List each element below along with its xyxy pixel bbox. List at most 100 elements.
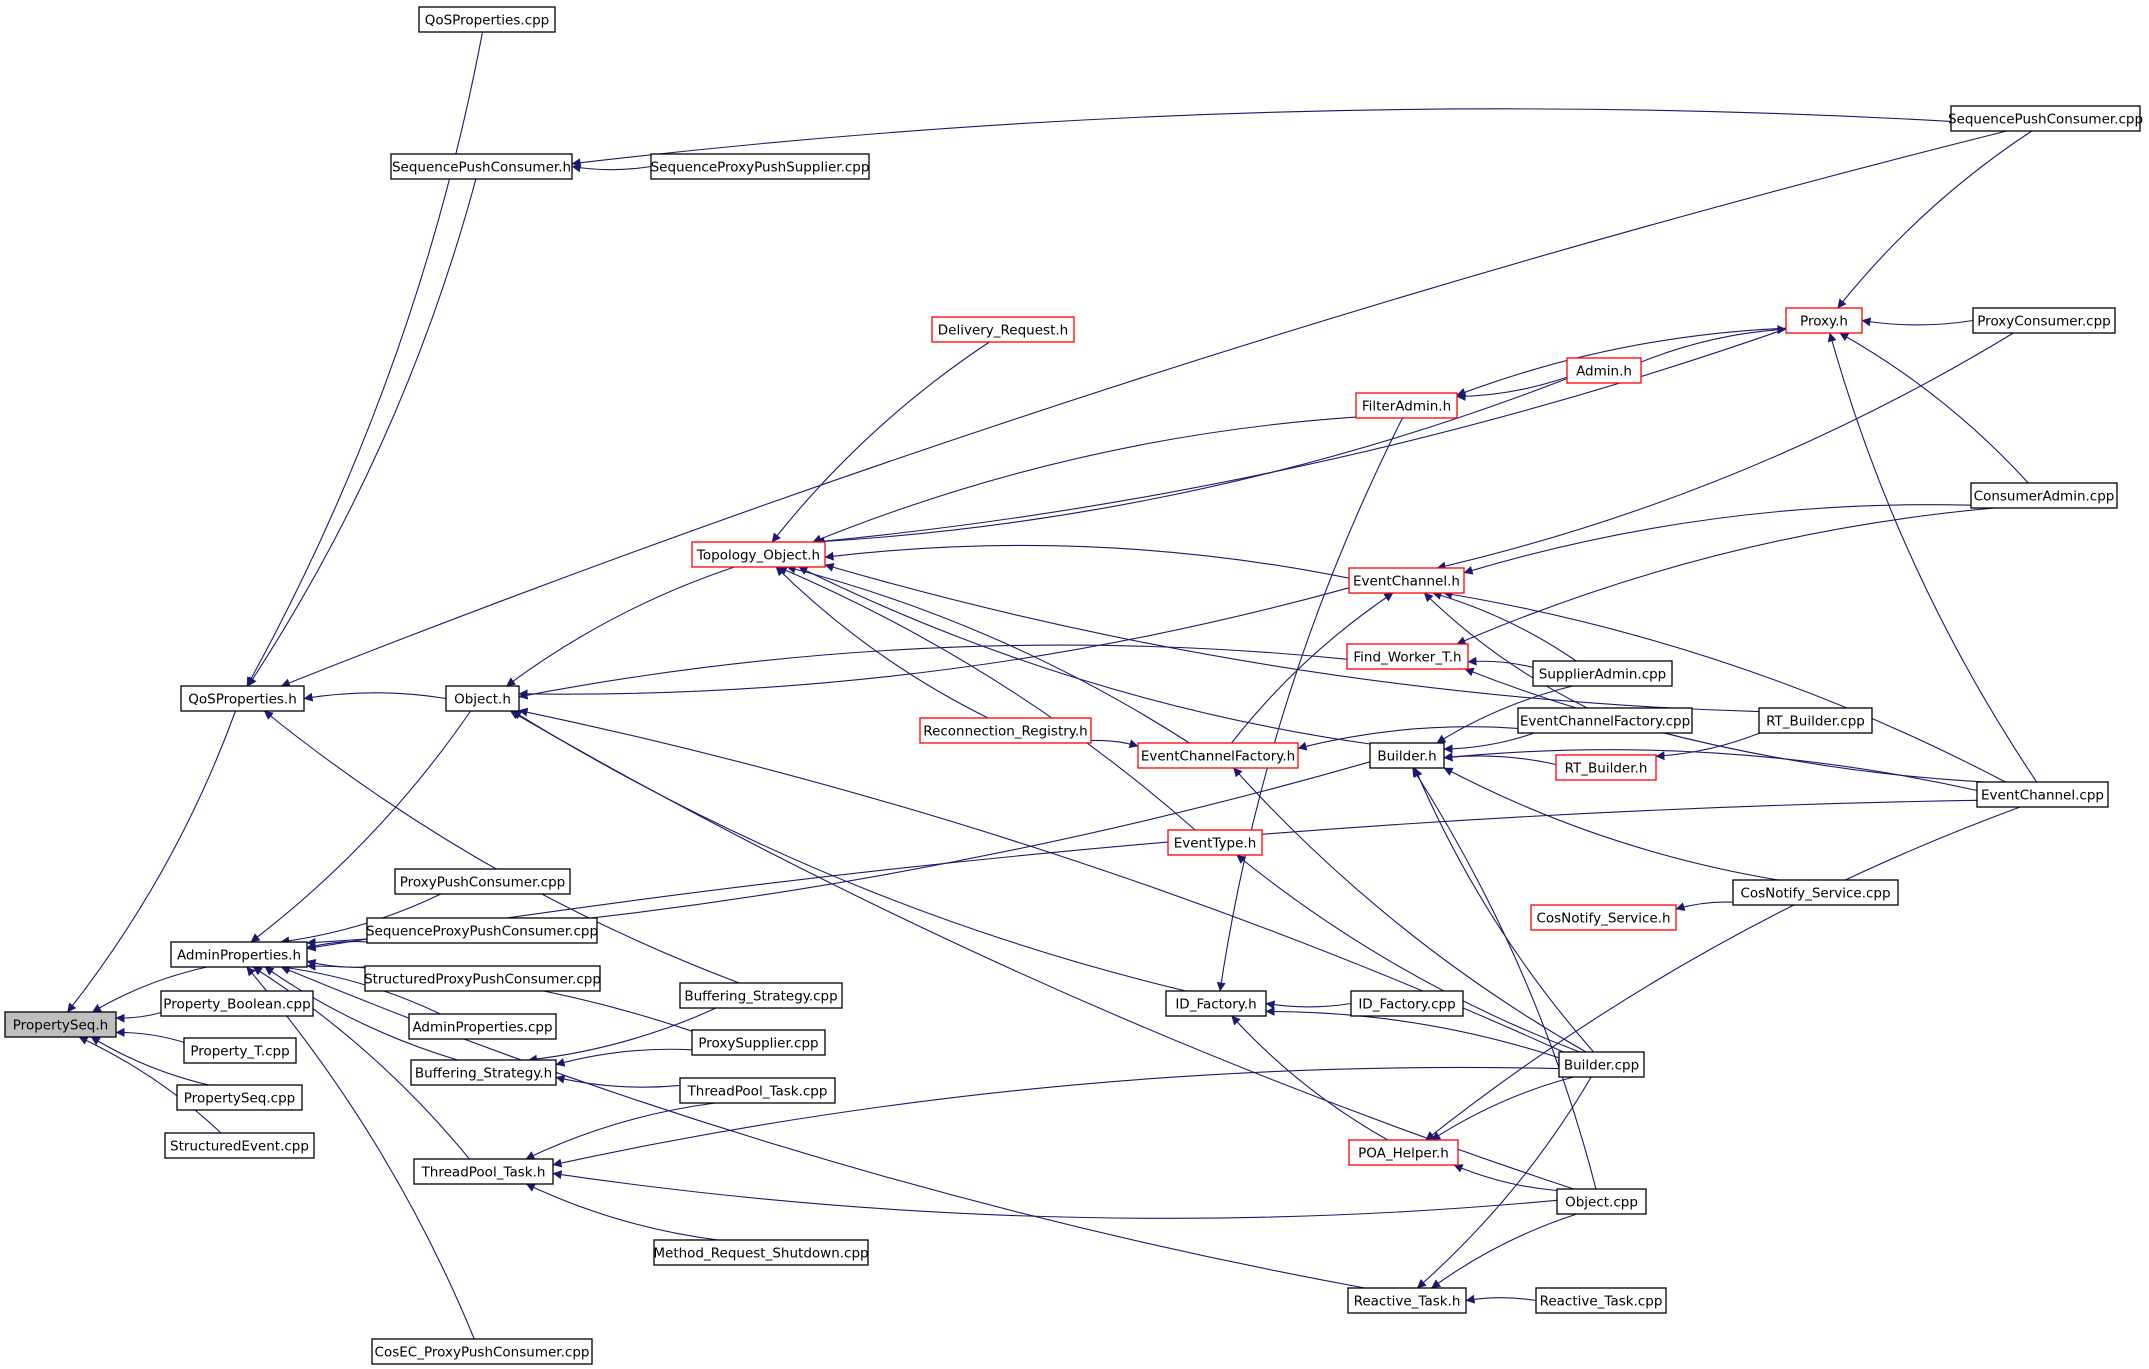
graph-node-admin-h[interactable]: Admin.h [1566, 357, 1642, 384]
graph-node-filteradmin-h[interactable]: FilterAdmin.h [1355, 392, 1458, 419]
graph-node-proxyconsumer-cpp[interactable]: ProxyConsumer.cpp [1972, 307, 2116, 334]
edge-ConsumerAdmin_cpp-to-Proxy_h [1839, 332, 2029, 484]
graph-node-sequencepushconsumer-h[interactable]: SequencePushConsumer.h [390, 153, 573, 180]
edge-Reconnection_Registry_h-to-Topology_Object_h [775, 566, 989, 719]
graph-node-eventchannelfactory-cpp[interactable]: EventChannelFactory.cpp [1517, 707, 1693, 734]
edge-SequencePushConsumer_cpp-to-Proxy_h [1837, 130, 2033, 309]
edge-AdminProperties_h-to-PropertySeq_h [92, 966, 208, 1013]
node-label: Find_Worker_T.h [1353, 650, 1461, 666]
graph-node-structuredevent-cpp[interactable]: StructuredEvent.cpp [164, 1132, 315, 1159]
graph-node-reactive-task-cpp[interactable]: Reactive_Task.cpp [1535, 1287, 1667, 1314]
graph-node-proxysupplier-cpp[interactable]: ProxySupplier.cpp [691, 1029, 826, 1056]
graph-node-qosproperties-h[interactable]: QoSProperties.h [180, 685, 305, 712]
graph-node-adminproperties-cpp[interactable]: AdminProperties.cpp [408, 1013, 557, 1040]
node-label: CosNotify_Service.h [1536, 911, 1670, 927]
graph-node-adminproperties-h[interactable]: AdminProperties.h [170, 941, 308, 968]
node-box [679, 1077, 836, 1104]
graph-node-propertyseq-h[interactable]: PropertySeq.h [4, 1011, 117, 1038]
node-label: Object.cpp [1565, 1195, 1638, 1211]
node-box [691, 1029, 826, 1056]
graph-node-consumeradmin-cpp[interactable]: ConsumerAdmin.cpp [1970, 482, 2118, 509]
node-label: ID_Factory.h [1175, 997, 1256, 1013]
graph-node-sequenceproxypushsupplier-cpp[interactable]: SequenceProxyPushSupplier.cpp [650, 153, 870, 180]
node-box [1976, 781, 2109, 808]
node-box [919, 717, 1092, 744]
graph-node-threadpool-task-cpp[interactable]: ThreadPool_Task.cpp [679, 1077, 836, 1104]
graph-node-threadpool-task-h[interactable]: ThreadPool_Task.h [413, 1158, 554, 1185]
graph-node-reconnection-registry-h[interactable]: Reconnection_Registry.h [919, 717, 1092, 744]
graph-node-cosnotify-service-h[interactable]: CosNotify_Service.h [1530, 904, 1677, 931]
graph-node-structuredproxypushconsumer-cpp[interactable]: StructuredProxyPushConsumer.cpp [364, 965, 601, 992]
graph-node-eventtype-h[interactable]: EventType.h [1167, 829, 1263, 856]
graph-node-buffering-strategy-cpp[interactable]: Buffering_Strategy.cpp [679, 982, 843, 1009]
node-box [1165, 990, 1267, 1017]
node-box [650, 153, 870, 180]
graph-node-reactive-task-h[interactable]: Reactive_Task.h [1347, 1287, 1467, 1314]
edge-Builder_cpp-to-Reactive_Task_h [1416, 1076, 1592, 1289]
node-box [170, 941, 308, 968]
graph-node-cosec-proxypushconsumer-cpp[interactable]: CosEC_ProxyPushConsumer.cpp [371, 1338, 593, 1365]
edge-QoSProperties_h-to-PropertySeq_h [67, 710, 237, 1013]
edge-ThreadPool_Task_h-to-AdminProperties_h [252, 966, 470, 1160]
edge-Buffering_Strategy_cpp-to-QoSProperties_h [263, 710, 740, 984]
graph-node-id-factory-cpp[interactable]: ID_Factory.cpp [1350, 990, 1464, 1017]
graph-node-supplieradmin-cpp[interactable]: SupplierAdmin.cpp [1532, 660, 1673, 687]
node-box [1347, 1287, 1467, 1314]
node-label: ID_Factory.cpp [1358, 997, 1455, 1013]
node-box [691, 541, 826, 568]
edge-ConsumerAdmin_cpp-to-Find_Worker_T_h [1456, 507, 1995, 645]
node-box [394, 868, 571, 895]
graph-node-builder-cpp[interactable]: Builder.cpp [1558, 1051, 1645, 1078]
edge-EventChannel_cpp-to-Proxy_h [1827, 332, 2038, 783]
graph-node-rt-builder-h[interactable]: RT_Builder.h [1555, 754, 1657, 781]
node-label: Property_Boolean.cpp [163, 997, 310, 1013]
graph-node-builder-h[interactable]: Builder.h [1369, 742, 1445, 769]
graph-node-buffering-strategy-h[interactable]: Buffering_Strategy.h [410, 1059, 557, 1086]
graph-node-eventchannel-cpp[interactable]: EventChannel.cpp [1976, 781, 2109, 808]
graph-node-poa-helper-h[interactable]: POA_Helper.h [1348, 1139, 1459, 1166]
edge-EventChannelFactory_cpp-to-EventChannel_h [1423, 592, 1588, 709]
graph-node-method-request-shutdown-cpp[interactable]: Method_Request_Shutdown.cpp [653, 1239, 869, 1266]
node-label: PropertySeq.cpp [184, 1091, 295, 1107]
edge-EventChannelFactory_h-to-Topology_Object_h [786, 564, 1190, 744]
edge-CosNotify_Service_cpp-to-CosNotify_Service_h [1675, 901, 1734, 911]
graph-node-object-cpp[interactable]: Object.cpp [1556, 1188, 1647, 1215]
graph-node-property-boolean-cpp[interactable]: Property_Boolean.cpp [160, 990, 314, 1017]
graph-node-delivery-request-h[interactable]: Delivery_Request.h [931, 316, 1075, 343]
node-label: RT_Builder.h [1565, 761, 1648, 777]
graph-node-proxy-h[interactable]: Proxy.h [1785, 307, 1863, 334]
graph-node-eventchannelfactory-h[interactable]: EventChannelFactory.h [1137, 742, 1299, 769]
node-label: Object.h [454, 692, 511, 708]
graph-node-property-t-cpp[interactable]: Property_T.cpp [183, 1037, 297, 1064]
graph-node-eventchannel-h[interactable]: EventChannel.h [1348, 567, 1465, 594]
node-label: AdminProperties.cpp [412, 1020, 552, 1036]
edge-EventChannelFactory_h-to-EventChannel_h [1231, 592, 1394, 744]
edge-Builder_cpp-to-Builder_h [1414, 767, 1595, 1053]
graph-node-find-worker-t-h[interactable]: Find_Worker_T.h [1346, 643, 1469, 670]
node-box [445, 685, 520, 712]
node-box [164, 1132, 315, 1159]
graph-node-qosproperties-cpp[interactable]: QoSProperties.cpp [418, 6, 556, 33]
graph-node-object-h[interactable]: Object.h [445, 685, 520, 712]
graph-node-sequenceproxypushconsumer-cpp[interactable]: SequenceProxyPushConsumer.cpp [366, 917, 598, 944]
graph-node-proxypushconsumer-cpp[interactable]: ProxyPushConsumer.cpp [394, 868, 571, 895]
node-label: Method_Request_Shutdown.cpp [653, 1246, 868, 1262]
graph-node-cosnotify-service-cpp[interactable]: CosNotify_Service.cpp [1732, 879, 1899, 906]
graph-node-propertyseq-cpp[interactable]: PropertySeq.cpp [176, 1084, 303, 1111]
node-box [1350, 990, 1464, 1017]
node-box [183, 1037, 297, 1064]
edge-Reactive_Task_cpp-to-Reactive_Task_h [1465, 1294, 1537, 1304]
graph-node-topology-object-h[interactable]: Topology_Object.h [691, 541, 826, 568]
node-label: CosNotify_Service.cpp [1740, 886, 1890, 902]
node-box [1532, 660, 1673, 687]
node-box [653, 1239, 869, 1266]
graph-node-sequencepushconsumer-cpp[interactable]: SequencePushConsumer.cpp [1948, 105, 2143, 132]
graph-node-rt-builder-cpp[interactable]: RT_Builder.cpp [1758, 707, 1873, 734]
node-box [366, 917, 598, 944]
edge-EventType_h-to-Topology_Object_h [777, 566, 1196, 831]
node-box [1517, 707, 1693, 734]
graph-node-id-factory-h[interactable]: ID_Factory.h [1165, 990, 1267, 1017]
node-box [1758, 707, 1873, 734]
edge-EventChannel_h-to-Object_h [518, 587, 1350, 699]
